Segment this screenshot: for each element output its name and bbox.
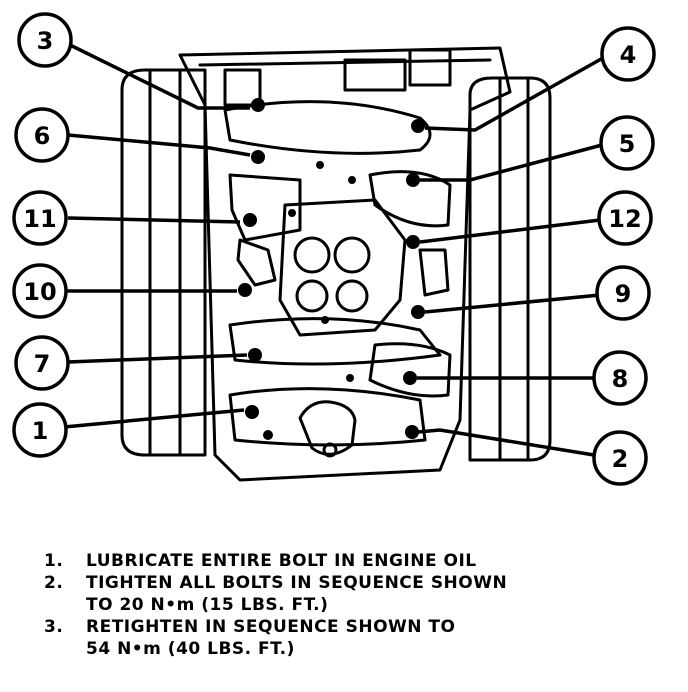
note-item: 3. RETIGHTEN IN SEQUENCE SHOWN TO 54 N•m… [44,616,644,660]
callout-9: 9 [595,265,651,321]
carburetor-mounting-pad [278,198,407,337]
manifold-body [178,46,512,482]
left-cylinder-head [120,68,207,457]
note-item: 2. TIGHTEN ALL BOLTS IN SEQUENCE SHOWN T… [44,572,644,616]
callout-1-label: 1 [32,417,49,445]
callout-2: 2 [592,430,648,486]
bolt-5 [406,173,420,187]
note-number: 2. [44,573,64,593]
bolt-8 [403,371,417,385]
instruction-notes: 1. LUBRICATE ENTIRE BOLT IN ENGINE OIL 2… [44,550,644,660]
callout-12: 12 [597,190,653,246]
callout-12-label: 12 [608,205,641,233]
bolt-9 [411,305,425,319]
thermostat-housing [298,400,357,458]
bolt-3 [251,98,265,112]
callout-6-label: 6 [34,122,51,150]
note-text: RETIGHTEN IN SEQUENCE SHOWN TO 54 N•m (4… [86,617,456,659]
callout-5: 5 [599,115,655,171]
intake-manifold-diagram: 3 4 6 5 11 12 10 9 7 8 1 2 [12,12,656,486]
right-cylinder-head [468,76,552,462]
callout-4: 4 [600,26,656,82]
bolt-6 [251,150,265,164]
note-number: 1. [44,551,64,571]
callout-3: 3 [17,12,73,68]
callout-8-label: 8 [612,365,629,393]
egr-gasket [236,238,450,297]
callout-8: 8 [592,350,648,406]
note-number: 3. [44,617,64,637]
note-text: TIGHTEN ALL BOLTS IN SEQUENCE SHOWN TO 2… [86,573,508,615]
note-item: 1. LUBRICATE ENTIRE BOLT IN ENGINE OIL [44,550,644,572]
callout-9-label: 9 [615,280,632,308]
bolt-7 [248,348,262,362]
callout-3-label: 3 [37,27,54,55]
bolt-12 [406,235,420,249]
callout-11-label: 11 [23,205,56,233]
callout-10-label: 10 [23,278,56,306]
callout-7-label: 7 [34,350,51,378]
leader-lines [63,40,611,457]
callout-5-label: 5 [619,130,636,158]
bolt-1 [245,405,259,419]
bolt-11 [243,213,257,227]
callout-11: 11 [12,190,68,246]
callout-4-label: 4 [620,41,637,69]
filler-neck [223,48,452,107]
callout-6: 6 [14,107,70,163]
bolt-heads [238,98,425,440]
callout-1: 1 [12,402,68,458]
callout-7: 7 [14,335,70,391]
bolt-4 [411,119,425,133]
callout-2-label: 2 [612,445,629,473]
bolt-10 [238,283,252,297]
bolt-2 [405,425,419,439]
note-text: LUBRICATE ENTIRE BOLT IN ENGINE OIL [86,551,477,571]
callout-10: 10 [12,263,68,319]
